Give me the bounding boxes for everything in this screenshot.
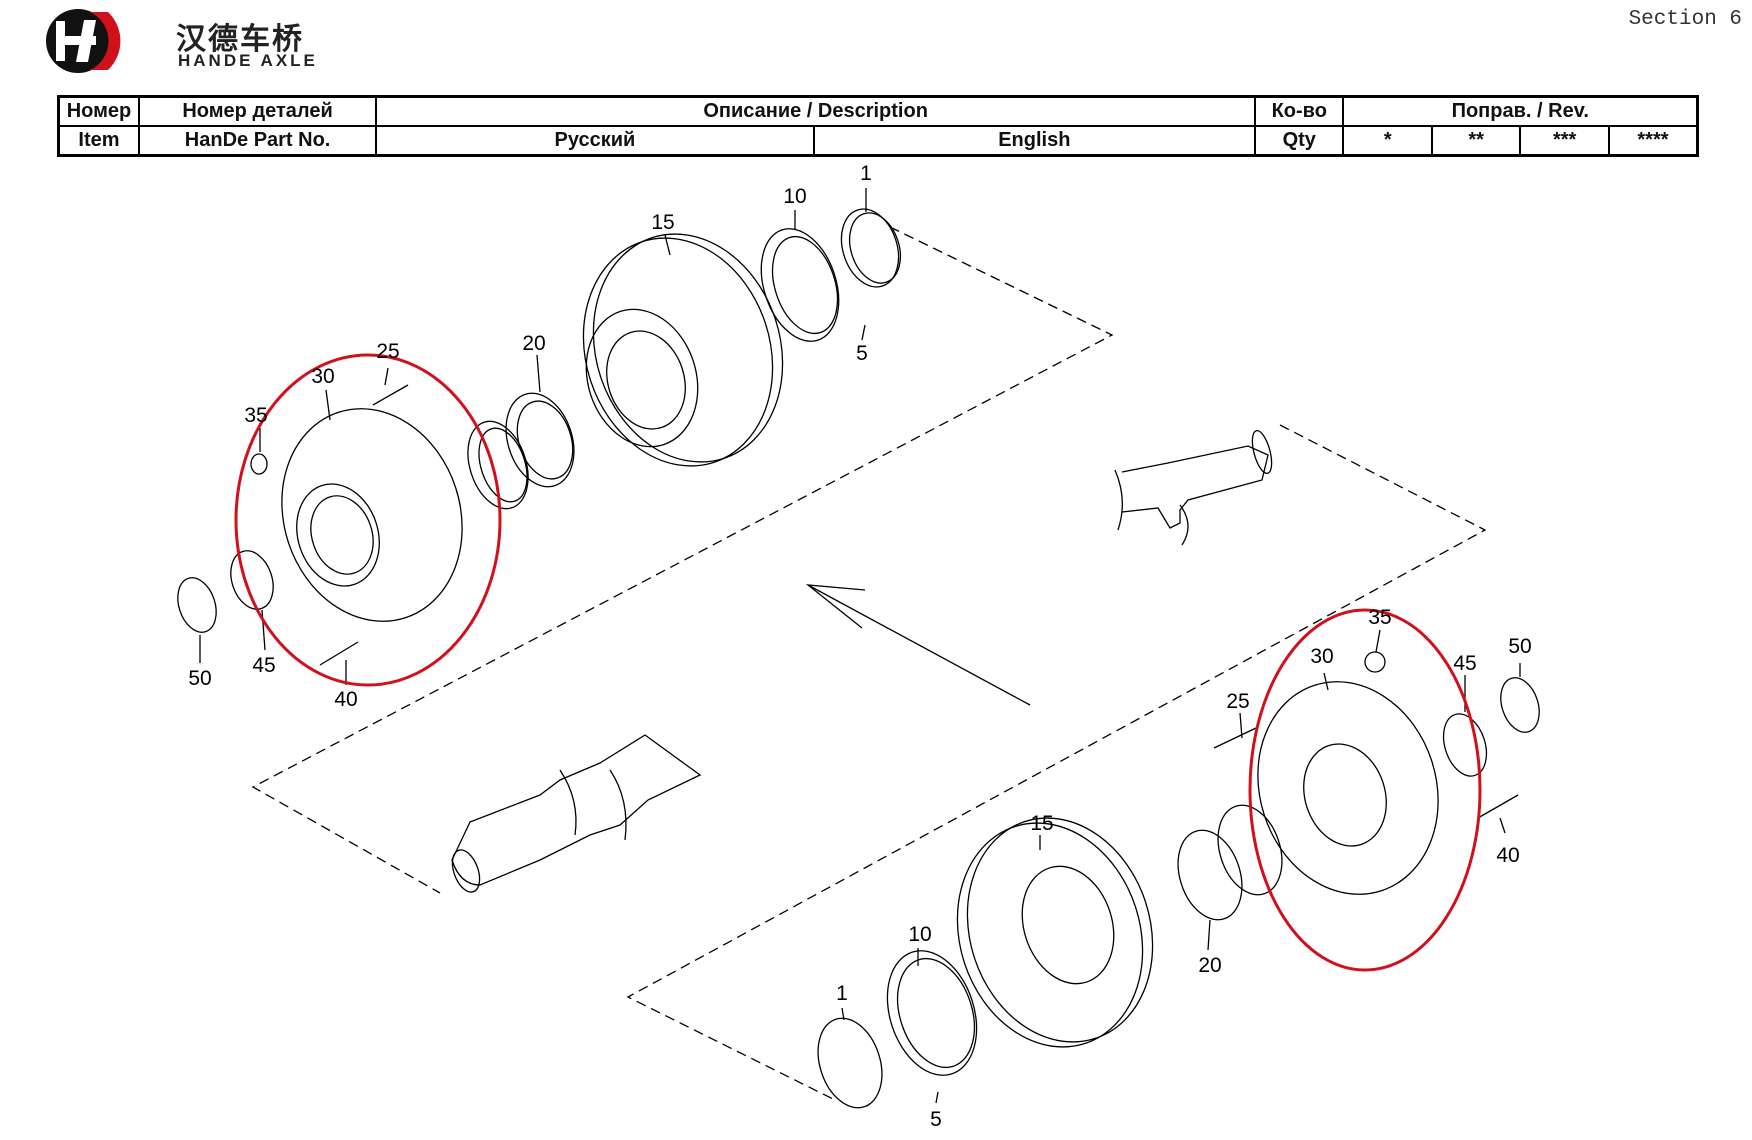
upper-bolt-40 [319, 641, 359, 666]
header-part-ru: Номер деталей [137, 95, 378, 127]
callout-right-30: 30 [1310, 645, 1333, 668]
upper-ring-10 [760, 228, 840, 342]
callout-left-10: 10 [783, 185, 806, 208]
header-rev-4: **** [1607, 125, 1699, 157]
upper-bolt-25 [372, 384, 409, 406]
callout-left-35: 35 [244, 404, 267, 427]
callout-left-15: 15 [651, 211, 674, 234]
callout-right-10: 10 [908, 923, 931, 946]
lower-brake-disc [956, 817, 1154, 1048]
callout-right-25: 25 [1226, 690, 1249, 713]
assembly-direction-arrow [805, 584, 1031, 706]
header-rev-2: ** [1430, 125, 1522, 157]
header-part-en: HanDe Part No. [137, 125, 378, 157]
dashed-assembly-lines [251, 226, 1487, 1101]
lower-bolt-25 [1213, 727, 1257, 749]
lower-bolt-40 [1477, 794, 1519, 819]
upper-nut-35 [250, 453, 268, 475]
upper-ring-1 [840, 208, 900, 288]
section-label: Section 6 [1628, 8, 1742, 31]
leader-lines [199, 188, 1521, 1104]
callout-right-5: 5 [930, 1108, 942, 1131]
upper-locknut-50 [177, 577, 217, 633]
callout-right-20: 20 [1198, 954, 1221, 977]
lower-hub-30 [1257, 681, 1439, 895]
callout-left-50: 50 [188, 667, 211, 690]
brand-name-en: HANDE AXLE [178, 51, 318, 70]
header-item-en: Item [57, 125, 140, 157]
callout-left-5: 5 [856, 342, 868, 365]
lower-nut-35 [1364, 651, 1386, 673]
header-rev-1: * [1342, 125, 1433, 157]
upper-bearing-20 [467, 392, 575, 510]
upper-brake-disc [582, 233, 784, 467]
lower-axle-shaft [451, 734, 702, 893]
highlight-circle-upper-hub [234, 353, 502, 687]
brand-logo: 汉德车桥 HANDE AXLE [38, 6, 338, 74]
callout-left-25: 25 [376, 340, 399, 363]
callout-right-35: 35 [1368, 606, 1391, 629]
lower-locknut-50 [1500, 677, 1540, 733]
brand-name-cn: 汉德车桥 [176, 22, 304, 57]
lower-washer-45 [1442, 713, 1488, 777]
callout-right-50: 50 [1508, 635, 1531, 658]
callout-right-40: 40 [1496, 844, 1519, 867]
callout-right-45: 45 [1453, 652, 1476, 675]
highlight-circle-lower-hub [1248, 608, 1482, 972]
callout-left-20: 20 [522, 332, 545, 355]
lower-bearing-20 [1177, 804, 1283, 921]
callout-left-40: 40 [334, 688, 357, 711]
parts-header-table: Номер Номер деталей Описание / Descripti… [57, 95, 1699, 157]
callout-left-30: 30 [311, 365, 334, 388]
header-qty-en: Qty [1254, 125, 1345, 157]
lower-ring-1 [817, 1017, 883, 1109]
callout-left-1: 1 [860, 162, 872, 185]
lower-ring-10 [886, 950, 978, 1076]
header-russian: Русский [375, 125, 815, 157]
callout-right-1: 1 [836, 982, 848, 1005]
upper-washer-45 [230, 550, 274, 610]
upper-axle-shaft [1114, 429, 1273, 546]
header-english: English [812, 125, 1257, 157]
upper-hub-30 [281, 408, 463, 622]
header-rev-3: *** [1519, 125, 1610, 157]
hande-logo-icon [46, 9, 121, 73]
callout-right-15: 15 [1030, 812, 1053, 835]
callout-left-45: 45 [252, 654, 275, 677]
